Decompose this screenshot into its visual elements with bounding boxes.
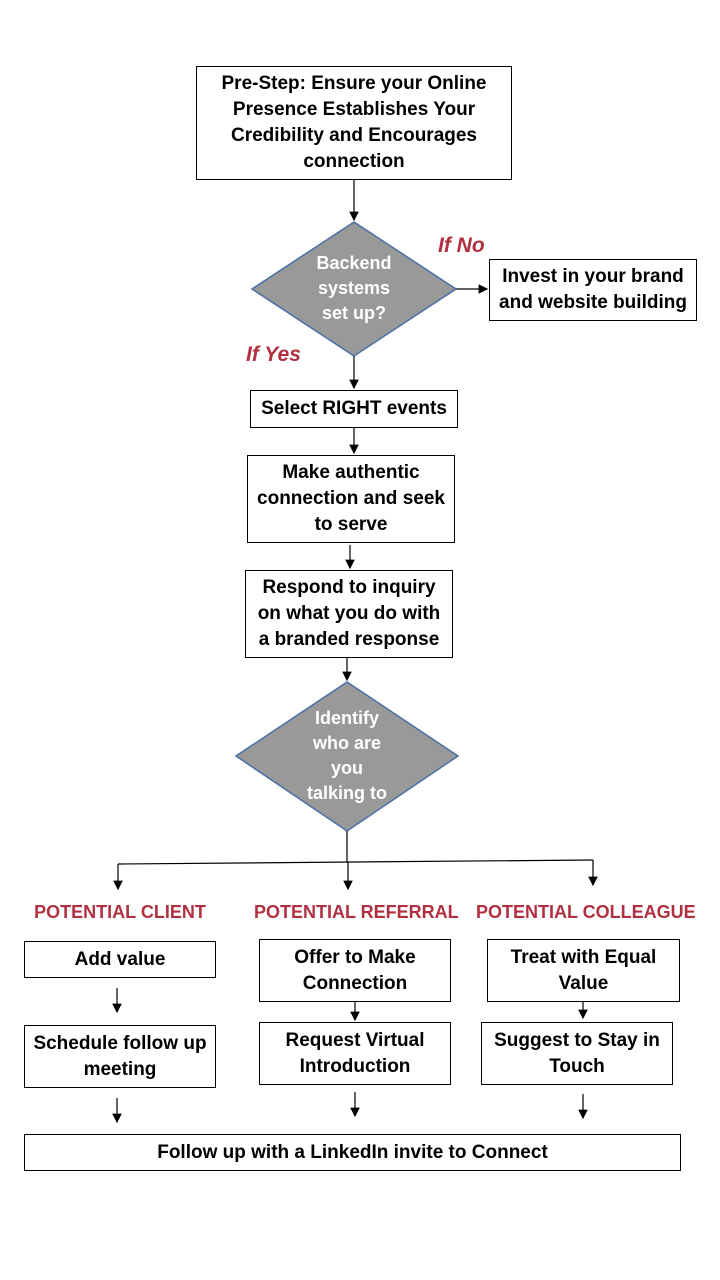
referral-step-request: Request Virtual Introduction [259,1022,451,1085]
category-potential-client: POTENTIAL CLIENT [34,902,206,922]
backend-decision-text: Backend systems set up? [316,253,392,323]
referral-step2-text: Request Virtual Introduction [285,1029,425,1077]
category-potential-referral: POTENTIAL REFERRAL [254,902,459,922]
if-no-label: If No [438,234,485,257]
authentic-connection-text: Make authentic connection and seek to se… [257,462,445,535]
pre-step-text: Pre-Step: Ensure your Online Presence Es… [221,73,487,172]
select-events-text: Select RIGHT events [261,398,447,419]
invest-text: Invest in your brand and website buildin… [499,266,687,313]
colleague-step-treat: Treat with Equal Value [487,939,680,1002]
if-yes-label: If Yes [246,343,301,366]
invest-box: Invest in your brand and website buildin… [489,259,697,321]
respond-box: Respond to inquiry on what you do with a… [245,570,453,658]
final-linkedin-text: Follow up with a LinkedIn invite to Conn… [157,1141,548,1163]
authentic-connection-box: Make authentic connection and seek to se… [247,455,455,543]
respond-text: Respond to inquiry on what you do with a… [257,577,441,650]
client-step2-text: Schedule follow up meeting [33,1032,207,1080]
pre-step-box: Pre-Step: Ensure your Online Presence Es… [196,66,512,180]
identify-decision-text: Identify who are you talking to [307,708,387,803]
colleague-step-suggest: Suggest to Stay in Touch [481,1022,673,1085]
client-step-schedule: Schedule follow up meeting [24,1025,216,1088]
colleague-step1-text: Treat with Equal Value [510,946,657,994]
colleague-step2-text: Suggest to Stay in Touch [494,1029,660,1077]
client-step-add-value: Add value [24,941,216,978]
select-events-box: Select RIGHT events [250,390,458,428]
category-potential-colleague: POTENTIAL COLLEAGUE [476,902,696,922]
client-step1-text: Add value [74,948,166,970]
referral-step-offer: Offer to Make Connection [259,939,451,1002]
final-linkedin-box: Follow up with a LinkedIn invite to Conn… [24,1134,681,1171]
referral-step1-text: Offer to Make Connection [294,946,416,994]
